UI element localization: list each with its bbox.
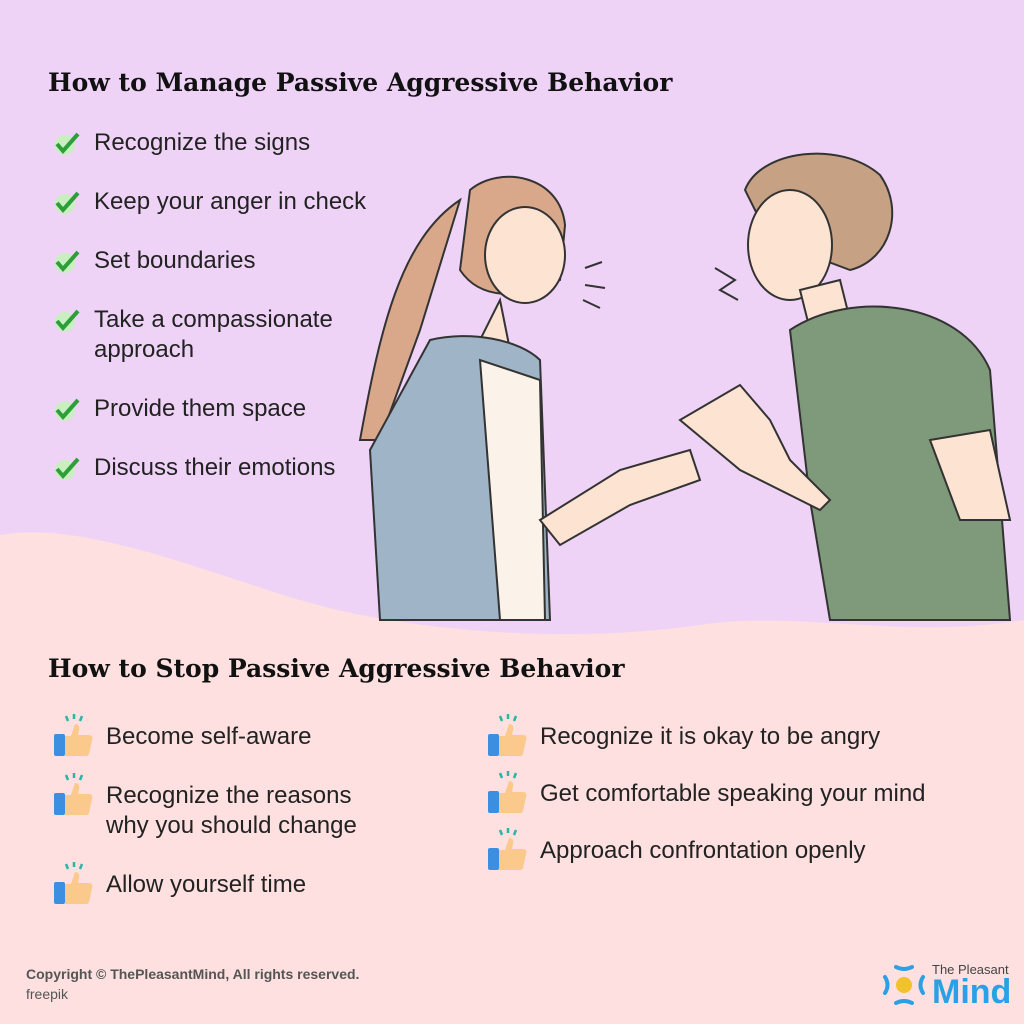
list-item-label: Keep your anger in check xyxy=(94,188,367,215)
brand-logo: The Pleasant Mind xyxy=(882,962,1012,1011)
list-item-label: Provide them space xyxy=(94,395,307,422)
thumbs-up-icon xyxy=(488,828,527,870)
list-item: Keep your anger in check xyxy=(52,187,366,246)
list-item: Approach confrontation openly xyxy=(486,828,926,893)
checkmark-icon xyxy=(55,191,80,214)
list-item-label: Allow yourself time xyxy=(106,871,307,898)
woman-illustration xyxy=(358,175,702,621)
thumbs-up-icon xyxy=(54,862,93,904)
stop-list-right: Recognize it is okay to be angry Get com… xyxy=(486,714,926,893)
list-item: Recognize the signs xyxy=(52,128,366,187)
footer: Copyright © ThePleasantMind, All rights … xyxy=(26,964,359,1004)
list-item-label: Approach confrontation openly xyxy=(540,837,866,864)
list-item: Get comfortable speaking your mind xyxy=(486,771,926,836)
credit: freepik xyxy=(26,986,69,1002)
list-item: Recognize the reasons why you should cha… xyxy=(52,773,372,870)
logo-line2: Mind xyxy=(932,973,1012,1011)
thumbs-up-icon xyxy=(54,773,93,815)
checkmark-icon xyxy=(55,457,80,480)
checkmark-icon xyxy=(55,398,80,421)
list-item: Recognize it is okay to be angry xyxy=(486,714,926,779)
list-item-label: Recognize the signs xyxy=(94,129,311,156)
list-item-label: Take a compassionate approach xyxy=(94,306,333,363)
stop-title: How to Stop Passive Aggressive Behavior xyxy=(48,654,625,683)
checkmark-icon xyxy=(55,132,80,155)
list-item: Set boundaries xyxy=(52,246,366,305)
list-item: Become self-aware xyxy=(52,714,372,781)
list-item-label: Get comfortable speaking your mind xyxy=(540,780,926,807)
list-item: Allow yourself time xyxy=(52,862,372,929)
thumbs-up-icon xyxy=(488,771,527,813)
list-item-label: Discuss their emotions xyxy=(94,454,336,481)
list-item: Discuss their emotions xyxy=(52,453,366,512)
logo-line1: The Pleasant xyxy=(932,962,1009,977)
thumbs-up-icon xyxy=(54,714,93,756)
man-illustration xyxy=(678,152,1012,621)
list-item-label: Become self-aware xyxy=(106,723,312,750)
list-item: Take a compassionate approach xyxy=(52,305,342,394)
sun-logo-icon xyxy=(883,964,925,1005)
list-item-label: Recognize it is okay to be angry xyxy=(540,723,881,750)
thumbs-up-icon xyxy=(488,714,527,756)
checkmark-icon xyxy=(55,250,80,273)
manage-title: How to Manage Passive Aggressive Behavio… xyxy=(48,68,673,97)
stop-list-left: Become self-aware Recognize the reasons … xyxy=(52,714,372,929)
copyright: Copyright © ThePleasantMind, All rights … xyxy=(26,966,360,982)
list-item-label: Set boundaries xyxy=(94,247,256,274)
manage-list: Recognize the signs Keep your anger in c… xyxy=(52,128,366,512)
list-item: Provide them space xyxy=(52,394,366,453)
list-item-label: Recognize the reasons why you should cha… xyxy=(106,782,357,839)
checkmark-icon xyxy=(55,309,80,332)
